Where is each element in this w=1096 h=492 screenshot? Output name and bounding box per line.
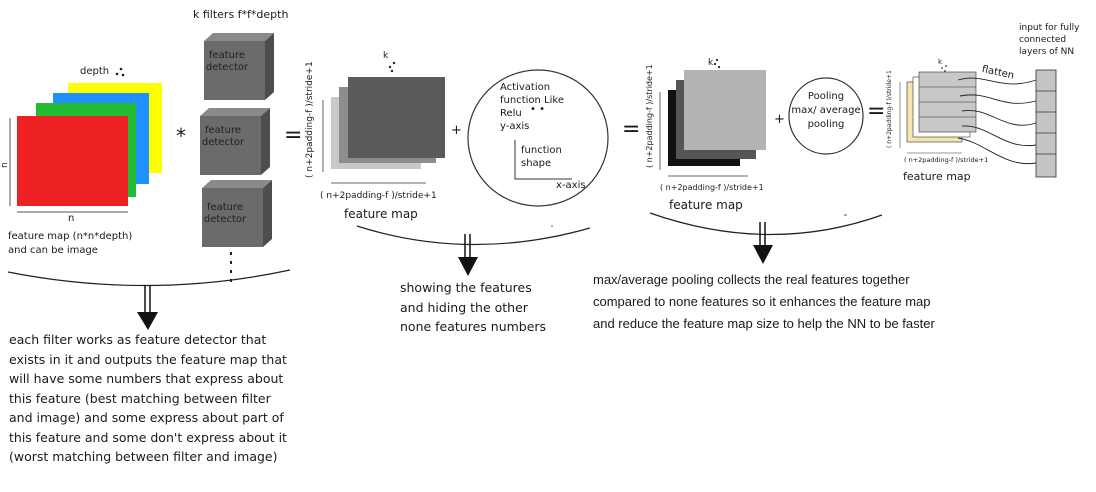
conv-explanation-line: (worst matching between filter and image… <box>9 449 278 464</box>
conv-explanation-line: will have some numbers that express abou… <box>9 371 284 386</box>
input-map-caption-1: feature map (n*n*depth) <box>8 231 133 242</box>
activation-x-axis: x-axis <box>556 180 586 191</box>
flatten-connections <box>957 77 1037 165</box>
n-vertical-label: n <box>0 162 10 168</box>
activation-line3: Relu <box>500 108 522 119</box>
arrow-activation <box>458 234 478 276</box>
filter-cube-2 <box>200 108 270 175</box>
arrow-pooling <box>753 222 773 264</box>
activation-line1: Activation <box>500 82 551 93</box>
brace-arc-conv <box>7 269 291 287</box>
equals-3: = <box>867 99 886 124</box>
filter-1-label-line1: feature <box>208 50 246 61</box>
activation-dots: • • <box>530 104 545 115</box>
input-map-caption-2: and can be image <box>8 245 98 256</box>
filter-1-label: feature detector <box>204 50 250 74</box>
fc-input-line2: connected <box>1019 35 1067 45</box>
activation-y-axis: y-axis <box>500 121 530 132</box>
filter-2-label-line1: feature <box>204 125 242 136</box>
n-horizontal-label: n <box>68 213 75 224</box>
pooling-line2: max/ average <box>791 105 861 116</box>
filter-3-label: feature detector <box>202 202 248 226</box>
activation-axes <box>514 140 572 180</box>
filter-cube-1 <box>204 33 274 100</box>
function-shape-line1: function <box>521 145 562 156</box>
conv-explanation-line: exists in it and outputs the feature map… <box>9 351 287 367</box>
pooling-text: Pooling max/ average pooling <box>789 90 863 132</box>
function-shape-line2: shape <box>521 158 552 169</box>
conv-explanation: each filter works as feature detector th… <box>9 330 287 467</box>
activation-line2: function Like <box>500 95 564 106</box>
activation-explanation-line: none features numbers <box>400 319 547 334</box>
depth-label: depth <box>80 66 110 77</box>
pooling-line3: pooling <box>807 119 845 130</box>
conv-explanation-line: this feature and some don't express abou… <box>9 429 287 445</box>
arrow-conv <box>137 285 158 330</box>
pooling-explanation: max/average pooling collects the real fe… <box>593 269 935 335</box>
brace-arc-activation <box>356 225 591 246</box>
activation-explanation-line: showing the features <box>400 280 532 295</box>
fm3-caption: feature map <box>903 170 971 183</box>
fm1-k-label: k <box>383 51 389 61</box>
activation-circle <box>467 69 609 207</box>
activation-explanation: showing the features and hiding the othe… <box>400 278 546 337</box>
feature-map-1-stack <box>331 77 445 169</box>
pooling-circle <box>788 77 864 155</box>
pooling-explanation-line: compared to none features so it enhances… <box>593 294 931 309</box>
pooling-line1: Pooling <box>807 91 845 102</box>
plus-2: + <box>774 112 785 127</box>
input-feature-map-stack <box>17 83 162 206</box>
brace-arc-pooling <box>649 212 883 236</box>
equals-1: = <box>284 123 303 148</box>
plus-1: + <box>451 123 462 138</box>
conv-explanation-line: and image) and some express about part o… <box>9 410 284 425</box>
fm2-caption: feature map <box>669 198 743 212</box>
feature-map-3-stack <box>906 71 977 143</box>
filters-continuation <box>230 252 232 282</box>
filter-1-label-line2: detector <box>205 62 249 73</box>
conv-explanation-line: each filter works as feature detector th… <box>9 332 267 347</box>
multiply-symbol: * <box>176 124 186 148</box>
fc-input-line1: input for fully <box>1019 23 1080 33</box>
filter-3-label-line1: feature <box>206 202 244 213</box>
fm3-horizontal-dim: ( n+2padding-f )/stride+1 <box>904 156 989 164</box>
fm2-vertical-dim: ( n+2padding-f )/stride+1 <box>645 64 654 168</box>
function-shape-text: function shape <box>521 144 562 170</box>
pooling-explanation-line: max/average pooling collects the real fe… <box>593 272 910 287</box>
fm1-caption: feature map <box>344 207 418 221</box>
fm1-vertical-dim: ( n+2padding-f )/stride+1 <box>305 61 315 178</box>
layer-red <box>17 116 128 206</box>
fm1-horizontal-dim: ( n+2padding-f )/stride+1 <box>320 191 437 201</box>
feature-map-2-stack <box>668 70 766 166</box>
fm3-k-label: k <box>938 58 943 66</box>
fm3-vertical-dim: ( n+2padding-f )/stride+1 <box>886 70 893 148</box>
fm2-k-label: k <box>708 58 714 68</box>
fc-input-column <box>1035 69 1057 178</box>
activation-text: Activation function Like Relu y-axis <box>500 81 564 133</box>
filter-cube-3 <box>202 180 272 247</box>
fm2-horizontal-dim: ( n+2padding-f )/stride+1 <box>660 183 764 192</box>
filter-2-label-line2: detector <box>201 137 245 148</box>
conv-explanation-line: this feature (best matching between filt… <box>9 390 271 406</box>
pooling-explanation-line: and reduce the feature map size to help … <box>593 316 935 331</box>
equals-2: = <box>622 117 641 142</box>
filter-2-label: feature detector <box>200 125 246 149</box>
filters-title: k filters f*f*depth <box>193 8 289 21</box>
fc-input-text: input for fully connected layers of NN <box>1019 22 1079 58</box>
fc-input-line3: layers of NN <box>1019 47 1075 57</box>
filter-3-label-line2: detector <box>203 214 247 225</box>
activation-explanation-line: and hiding the other <box>400 299 528 315</box>
